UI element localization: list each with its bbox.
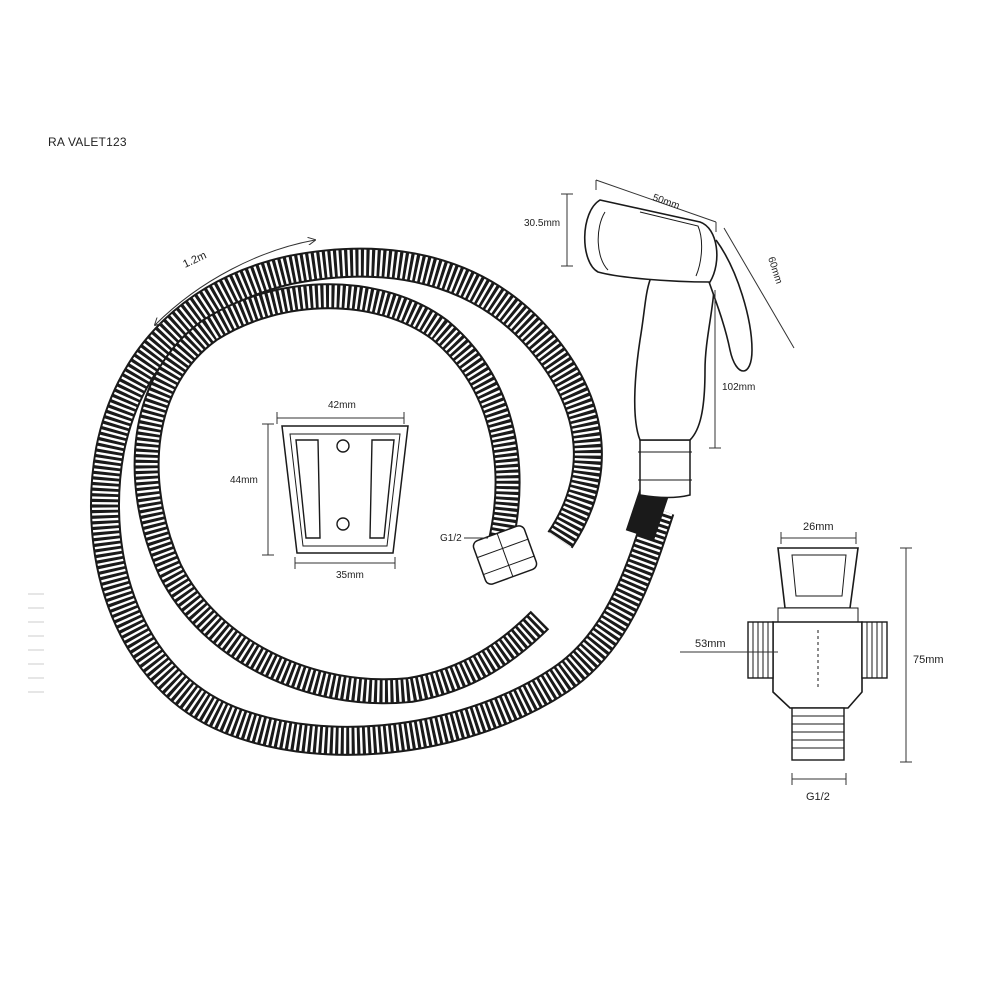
hand-sprayer: [583, 199, 753, 499]
valve-inlet-width-label: 53mm: [695, 638, 726, 650]
hose-length-label: 1.2m: [181, 250, 208, 271]
sprayer-body-length-label: 102mm: [722, 382, 755, 393]
t-valve-dimensions: 26mm 53mm 75mm G1/2: [680, 521, 944, 803]
bracket-screw-hole-bottom: [336, 517, 350, 531]
valve-height-label: 75mm: [913, 654, 944, 666]
t-valve: [747, 547, 888, 761]
valve-top-width-label: 26mm: [803, 521, 834, 533]
wall-bracket: [281, 425, 409, 554]
valve-bottom-thread-label: G1/2: [806, 791, 830, 803]
sprayer-head-width-label: 50mm: [651, 192, 681, 211]
nut-thread-label: G1/2: [440, 533, 462, 544]
bracket-screw-hole-top: [336, 439, 350, 453]
left-margin-ticks: [28, 593, 44, 693]
bracket-dimensions: 42mm 44mm 35mm: [230, 400, 405, 581]
nut-thread-dimension: G1/2: [440, 533, 488, 544]
page-title: RA VALET123: [48, 135, 127, 149]
bracket-width-bottom-label: 35mm: [336, 570, 364, 581]
sprayer-head-height-label: 30.5mm: [524, 218, 560, 229]
bracket-height-label: 44mm: [230, 475, 258, 486]
bracket-width-top-label: 42mm: [328, 400, 356, 411]
sprayer-lever-length-label: 60mm: [765, 256, 784, 286]
hose-nut: [472, 525, 538, 585]
